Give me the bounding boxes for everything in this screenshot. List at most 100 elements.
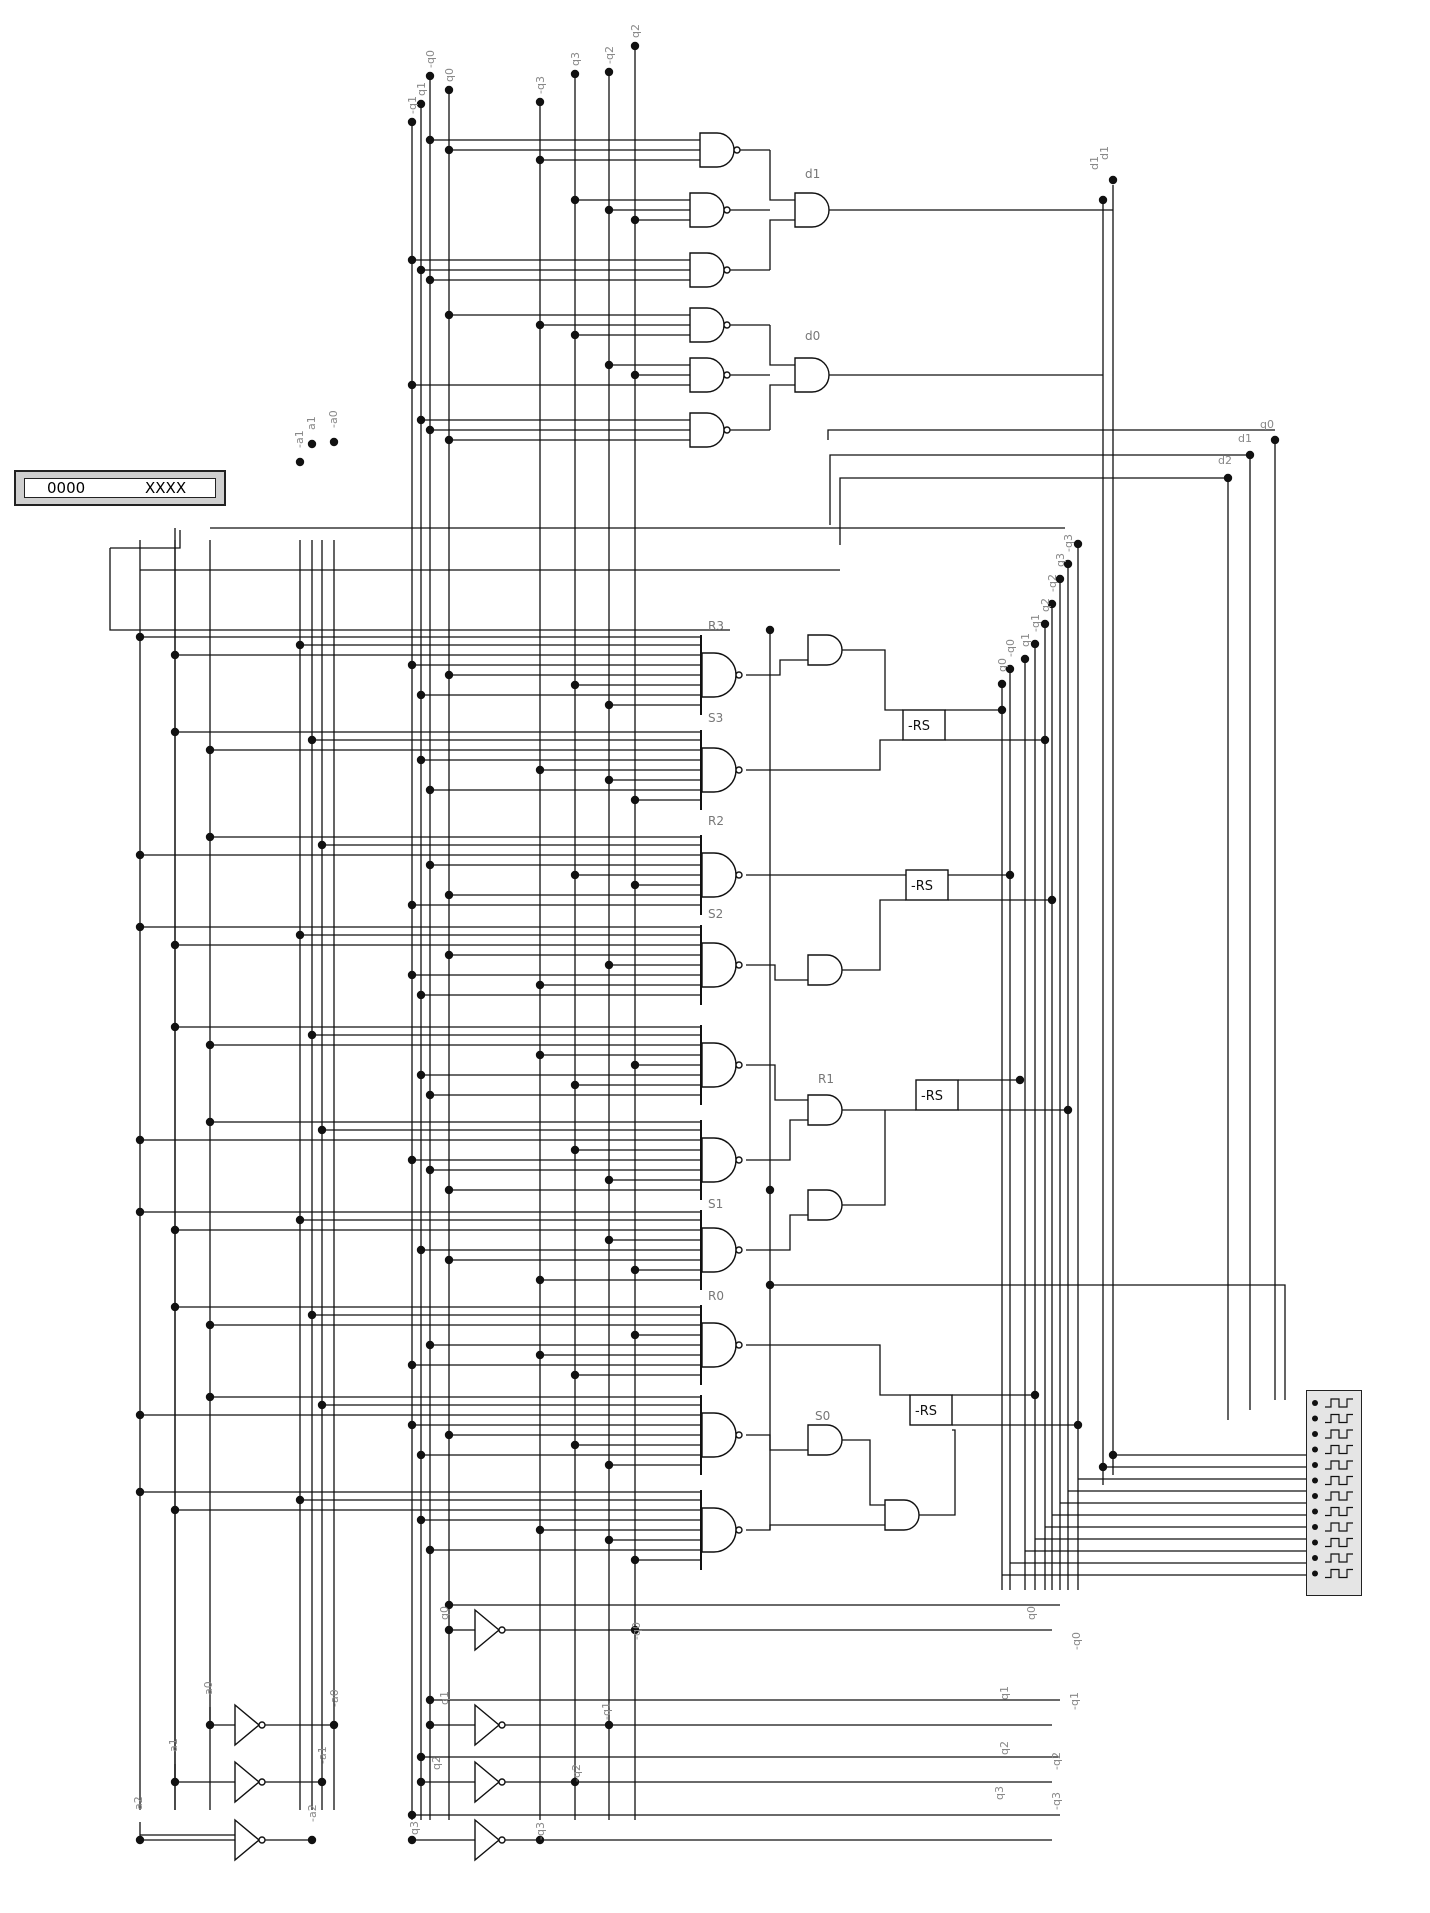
wire [842,1439,885,1506]
junction-dot [307,1030,317,1040]
analyzer-pin [1312,1400,1318,1406]
rs-flipflop-icon [905,869,949,901]
junction-dot [425,1165,435,1175]
and-gate-icon [884,1499,920,1531]
inverter-gate-icon [474,1608,501,1652]
signal-label: -q1 [1068,1692,1081,1710]
junction-dot [317,1400,327,1410]
junction-dot [425,1090,435,1100]
wire [110,530,181,549]
junction-dot [1047,895,1057,905]
junction-dot [1040,735,1050,745]
signal-label: -q3 [534,76,547,94]
nand-gate-icon [689,192,725,228]
wire [746,739,903,771]
junction-dot [416,99,426,109]
wire [842,899,906,971]
junction-dot [1047,599,1057,609]
junction-dots [135,41,1280,1845]
junction-dot [170,727,180,737]
junction-dot [444,670,454,680]
junction-dot [535,765,545,775]
junction-dot [135,632,145,642]
junction-dot [329,1720,339,1730]
junction-dot [307,1310,317,1320]
waveform-icon [1325,1444,1353,1455]
and-gate-icon [807,954,843,986]
inversion-bubble-icon [258,1721,266,1729]
signal-label: a0 [202,1681,215,1695]
junction-dot [570,69,580,79]
inversion-bubble-icon [735,871,743,879]
junction-dot [425,425,435,435]
bus-tap [700,730,702,810]
gate-label: S3 [708,711,723,725]
rs-flipflop-label: -RS [908,719,930,734]
waveform-icon [1325,1475,1353,1486]
junction-dot [416,265,426,275]
inversion-bubble-icon [258,1836,266,1844]
junction-dot [416,1245,426,1255]
junction-dot [407,117,417,127]
junction-dot [205,1392,215,1402]
wire [746,964,808,981]
inversion-bubble-icon [723,371,731,379]
wire [746,1064,808,1101]
junction-dot [1030,1390,1040,1400]
inversion-bubble-icon [723,206,731,214]
junction-dot [407,900,417,910]
junction-dot [416,1515,426,1525]
junction-dot [570,1777,580,1787]
junction-dot [630,1060,640,1070]
gate-label: S2 [708,907,723,921]
bus-tap [700,1210,702,1290]
nand-gate-icon [701,652,737,698]
junction-dot [570,1370,580,1380]
inversion-bubble-icon [723,321,731,329]
inverter-gate-icon [234,1818,261,1862]
junction-dot [444,85,454,95]
signal-label: -q3 [1050,1792,1063,1810]
junction-dot [535,97,545,107]
wire [746,1524,885,1531]
junction-dot [535,320,545,330]
wire [827,429,1275,440]
junction-dot [1073,539,1083,549]
signal-label: q3 [408,1821,421,1835]
inversion-bubble-icon [735,1526,743,1534]
junction-dot [604,360,614,370]
junction-dot [604,960,614,970]
analyzer-pin [1312,1477,1318,1484]
nand-gate-icon [701,852,737,898]
junction-dot [170,1302,180,1312]
waveform-icon [1325,1413,1353,1424]
junction-dot [1223,473,1233,483]
bus-tap [700,635,702,715]
junction-dot [170,1225,180,1235]
junction-dot [535,1350,545,1360]
and-gate-icon [807,1094,843,1126]
junction-dot [765,625,775,635]
junction-dot [604,1235,614,1245]
signal-label: -a2 [306,1804,319,1822]
junction-dot [425,71,435,81]
junction-dot [205,1720,215,1730]
junction-dot [317,1125,327,1135]
junction-dot [765,1185,775,1195]
junction-dot [1108,1450,1118,1460]
and-gate-icon [794,192,830,228]
signal-label: -a0 [327,410,340,428]
junction-dot [1020,654,1030,664]
signal-label: q3 [569,52,582,66]
signal-label: -q2 [1046,574,1059,592]
junction-dot [1015,1075,1025,1085]
nand-gate-icon [701,942,737,988]
signal-label: -q3 [1062,534,1075,552]
gate-label: d1 [805,167,820,181]
signal-label: d1 [1098,146,1111,160]
gate-layer [234,132,959,1862]
junction-dot [135,850,145,860]
junction-dot [604,67,614,77]
junction-dot [604,1720,614,1730]
